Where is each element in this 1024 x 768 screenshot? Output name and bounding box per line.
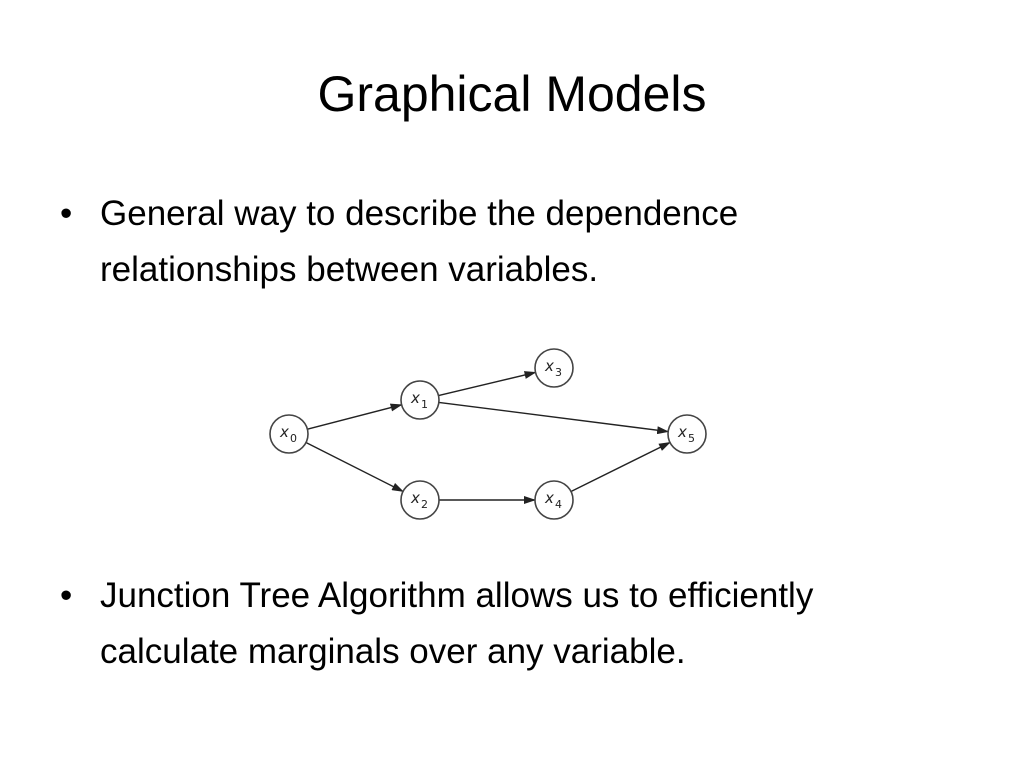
bullet-marker: • (60, 576, 73, 615)
node-subscript: 2 (421, 498, 428, 511)
node-circle (400, 480, 440, 520)
edge-x4-x5 (570, 441, 671, 493)
node-subscript: 3 (555, 366, 562, 379)
node-subscript: 4 (555, 498, 562, 511)
node-circle (534, 480, 574, 520)
bullet-text: Junction Tree Algorithm allows us to eff… (100, 568, 980, 680)
bullet-item-2: • Junction Tree Algorithm allows us to e… (60, 568, 980, 680)
node-circle (400, 380, 440, 420)
node-label: x (410, 489, 420, 507)
edges-layer (305, 371, 671, 504)
node-label: x (544, 357, 554, 375)
edge-x1-x5 (438, 401, 670, 435)
bullet-marker: • (60, 194, 73, 233)
node-label: x (410, 389, 420, 407)
bullet-line: calculate marginals over any variable. (100, 632, 686, 671)
edge-x1-x3 (438, 371, 537, 397)
slide-title: Graphical Models (317, 66, 707, 122)
node-subscript: 0 (290, 432, 297, 445)
node-circle (667, 414, 707, 454)
bullet-text: General way to describe the dependence r… (100, 186, 980, 298)
edge-x0-x2 (305, 441, 404, 493)
node-label: x (677, 423, 687, 441)
node-subscript: 5 (688, 432, 695, 445)
bullet-line: General way to describe the dependence (100, 194, 739, 233)
bullet-line: relationships between variables. (100, 250, 599, 289)
bullet-item-1: • General way to describe the dependence… (60, 186, 980, 298)
node-subscript: 1 (421, 398, 428, 411)
node-circle (534, 348, 574, 388)
node-label: x (544, 489, 554, 507)
node-circle (269, 414, 309, 454)
node-label: x (279, 423, 289, 441)
edge-x0-x1 (307, 403, 403, 430)
bullet-line: Junction Tree Algorithm allows us to eff… (100, 576, 814, 615)
